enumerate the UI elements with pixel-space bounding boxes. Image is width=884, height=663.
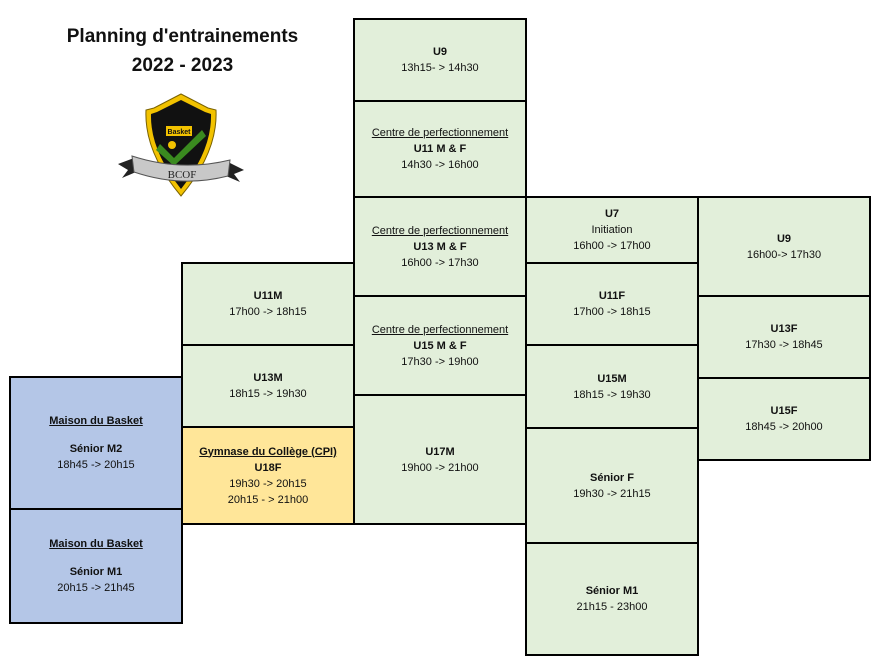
slot-u9-b: U9 16h00-> 17h30: [697, 196, 871, 297]
time-label: 21h15 - 23h00: [576, 601, 648, 613]
slot-u11m: U11M 17h00 -> 18h15: [181, 262, 355, 346]
slot-senior-f: Sénior F 19h30 -> 21h15: [525, 427, 699, 544]
time-label: 16h00 -> 17h00: [573, 240, 651, 252]
category-label: U13M: [253, 372, 283, 384]
banner: [131, 155, 231, 182]
category-label: U13F: [770, 323, 798, 335]
slot-u7: U7 Initiation 16h00 -> 17h00: [525, 196, 699, 264]
time-label: 17h30 -> 19h00: [401, 355, 479, 368]
check-mark: [156, 130, 206, 166]
category-label: U9: [776, 232, 792, 245]
venue-label: Maison du Basket: [49, 415, 143, 427]
time-label-2: 20h15 - > 21h00: [227, 493, 309, 506]
time-label: 20h15 -> 21h45: [57, 582, 135, 594]
category-label: Sénior M1: [585, 585, 639, 597]
time-label: 13h15- > 14h30: [401, 62, 479, 74]
time-label: 16h00-> 17h30: [746, 248, 822, 261]
slot-u13m: U13M 18h15 -> 19h30: [181, 344, 355, 428]
venue-label: Centre de perfectionnement: [371, 323, 509, 336]
slot-u15mf: Centre de perfectionnement U15 M & F 17h…: [353, 295, 527, 396]
time-label: 18h45 -> 20h00: [745, 421, 823, 433]
slot-u11mf: Centre de perfectionnement U11 M & F 14h…: [353, 100, 527, 198]
bcof-logo: Basket BCOF: [118, 93, 244, 197]
category-label: U7: [604, 208, 620, 220]
time-label: 17h00 -> 18h15: [229, 306, 307, 318]
slot-senior-m1-col1: Maison du Basket Sénior M1 20h15 -> 21h4…: [9, 508, 183, 624]
ball-icon: [168, 141, 176, 149]
slot-u18f: Gymnase du Collège (CPI) U18F 19h30 -> 2…: [181, 426, 355, 525]
banner-left: [118, 158, 136, 178]
category-label: U9: [432, 46, 448, 58]
page-title: Planning d'entrainements 2022 - 2023: [40, 22, 325, 80]
slot-u15m: U15M 18h15 -> 19h30: [525, 344, 699, 429]
time-label: 19h00 -> 21h00: [401, 461, 479, 474]
venue-label: Centre de perfectionnement: [371, 224, 509, 237]
venue-label: Gymnase du Collège (CPI): [199, 445, 337, 458]
slot-senior-m1-col4: Sénior M1 21h15 - 23h00: [525, 542, 699, 656]
banner-text: BCOF: [168, 169, 197, 181]
category-label: U11F: [598, 290, 626, 302]
slot-senior-m2: Maison du Basket Sénior M2 18h45 -> 20h1…: [9, 376, 183, 510]
slot-u15f: U15F 18h45 -> 20h00: [697, 377, 871, 461]
time-label-1: 19h30 -> 20h15: [229, 477, 307, 490]
time-label: 18h15 -> 19h30: [229, 388, 307, 400]
title-line-1: Planning d'entrainements: [66, 26, 299, 47]
note-label: Initiation: [591, 224, 633, 236]
shield-text: Basket: [168, 129, 192, 136]
time-label: 19h30 -> 21h15: [573, 487, 651, 500]
title-line-2: 2022 - 2023: [131, 55, 234, 76]
time-label: 18h15 -> 19h30: [573, 388, 651, 401]
shield-label-box: [166, 126, 192, 136]
category-label: U11M: [253, 290, 283, 302]
venue-label: Centre de perfectionnement: [371, 127, 509, 139]
slot-u13f: U13F 17h30 -> 18h45: [697, 295, 871, 379]
time-label: 14h30 -> 16h00: [401, 159, 479, 171]
venue-label: Maison du Basket: [49, 538, 143, 550]
category-label: U15F: [770, 405, 798, 417]
slot-u9-a: U9 13h15- > 14h30: [353, 18, 527, 102]
category-label: Sénior F: [589, 471, 634, 484]
category-label: Sénior M1: [69, 566, 123, 578]
slot-u11f: U11F 17h00 -> 18h15: [525, 262, 699, 346]
category-label: Sénior M2: [69, 443, 123, 455]
time-label: 17h30 -> 18h45: [745, 339, 823, 351]
time-label: 16h00 -> 17h30: [401, 256, 479, 269]
category-label: U11 M & F: [413, 143, 467, 155]
category-label: U15M: [597, 372, 627, 385]
time-label: 18h45 -> 20h15: [57, 459, 135, 471]
slot-u13mf: Centre de perfectionnement U13 M & F 16h…: [353, 196, 527, 297]
category-label: U15 M & F: [413, 339, 467, 352]
slot-u17m: U17M 19h00 -> 21h00: [353, 394, 527, 525]
time-label: 17h00 -> 18h15: [573, 306, 651, 318]
category-label: U18F: [254, 461, 282, 474]
category-label: U17M: [425, 445, 455, 458]
category-label: U13 M & F: [413, 240, 467, 253]
banner-right: [226, 162, 244, 182]
